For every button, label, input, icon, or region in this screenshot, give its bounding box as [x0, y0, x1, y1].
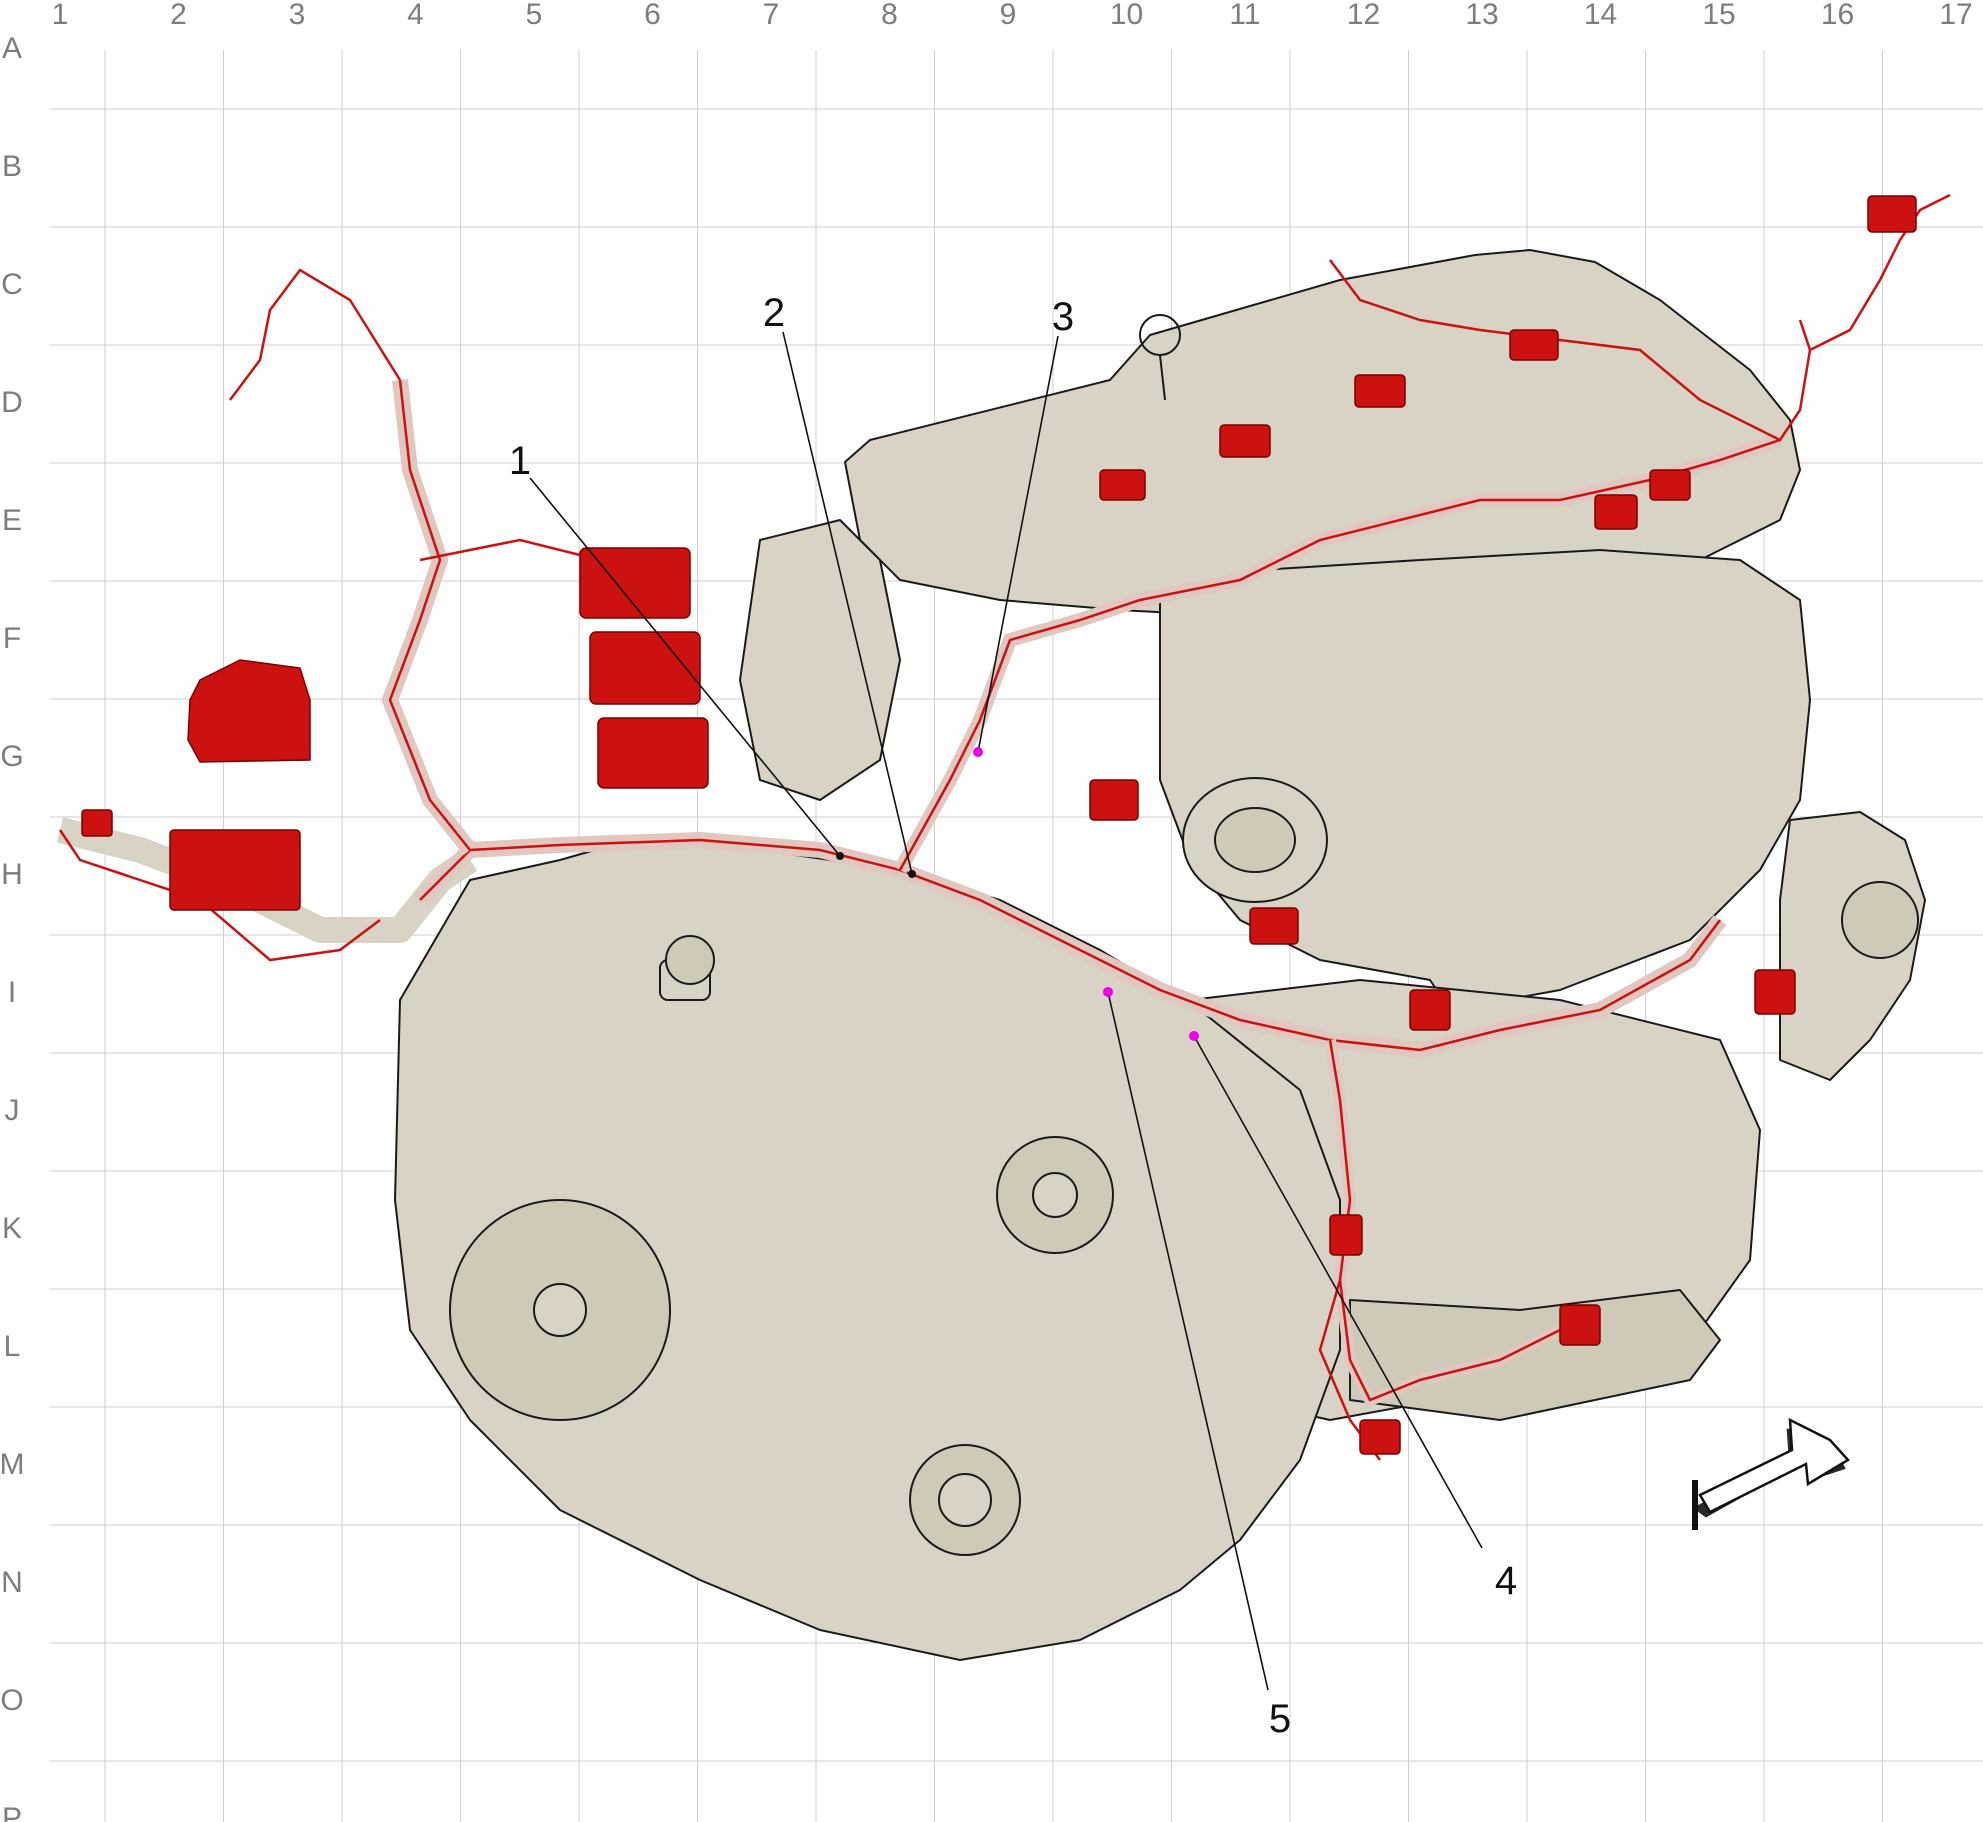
callout-5: 5 — [1269, 1697, 1291, 1741]
column-label: 9 — [1000, 0, 1017, 31]
intake-manifold — [1159, 549, 1811, 1011]
callout-2: 2 — [763, 291, 785, 335]
column-label: 11 — [1229, 0, 1260, 31]
column-label: 1 — [52, 0, 69, 31]
callout-anchor-dots — [836, 747, 1199, 1041]
forward-arrow-icon — [1692, 1417, 1850, 1530]
callout-4: 4 — [1495, 1559, 1517, 1603]
leader-3 — [977, 335, 1059, 753]
row-label: N — [1, 1566, 23, 1599]
row-label: H — [1, 858, 23, 891]
row-label: F — [3, 622, 21, 655]
row-label: D — [1, 386, 23, 419]
left-connector-top — [187, 659, 311, 763]
row-label: P — [2, 1802, 22, 1822]
ecm-connector-2 — [589, 631, 701, 705]
leader-1 — [529, 477, 841, 857]
valve-cover — [844, 249, 1801, 621]
engine-assembly — [56, 249, 1926, 1661]
row-label: B — [2, 150, 22, 183]
row-label: A — [2, 32, 22, 65]
column-label: 3 — [289, 0, 306, 31]
row-labels: A B C D E F G H I J K L M N O P — [0, 32, 25, 1822]
leader-4 — [1193, 1035, 1483, 1549]
column-label: 10 — [1110, 0, 1143, 31]
column-label: 13 — [1465, 0, 1498, 31]
row-label: G — [0, 740, 23, 773]
column-label: 6 — [644, 0, 661, 31]
leader-2 — [782, 331, 913, 875]
row-label: E — [2, 504, 22, 537]
row-label: I — [8, 976, 16, 1009]
harness-branch-left — [381, 379, 477, 855]
row-label: K — [2, 1212, 22, 1245]
column-label: 15 — [1702, 0, 1735, 31]
column-label: 16 — [1821, 0, 1854, 31]
callout-3: 3 — [1052, 295, 1074, 339]
harness-connectors — [81, 195, 1917, 1455]
timing-cover — [739, 519, 901, 801]
column-label: 17 — [1939, 0, 1972, 31]
row-label: C — [1, 268, 23, 301]
column-label: 8 — [881, 0, 898, 31]
column-label: 2 — [170, 0, 187, 31]
leader-5 — [1107, 991, 1269, 1691]
column-label: 5 — [526, 0, 543, 31]
column-label: 4 — [407, 0, 424, 31]
row-label: J — [5, 1094, 20, 1127]
callout-1: 1 — [509, 439, 531, 483]
callout-leaders — [529, 331, 1483, 1691]
left-small-connector — [81, 809, 113, 837]
column-label: 7 — [763, 0, 780, 31]
row-label: M — [0, 1448, 25, 1481]
oil-pan — [1349, 1289, 1721, 1421]
ecm-connector-3 — [597, 717, 709, 789]
left-connector-bottom — [169, 829, 301, 911]
ecm-connector-1 — [579, 547, 691, 619]
row-label: O — [0, 1684, 23, 1717]
column-label: 14 — [1584, 0, 1617, 31]
column-label: 12 — [1347, 0, 1380, 31]
row-label: L — [4, 1330, 21, 1363]
wiring-harness — [58, 193, 1951, 1461]
